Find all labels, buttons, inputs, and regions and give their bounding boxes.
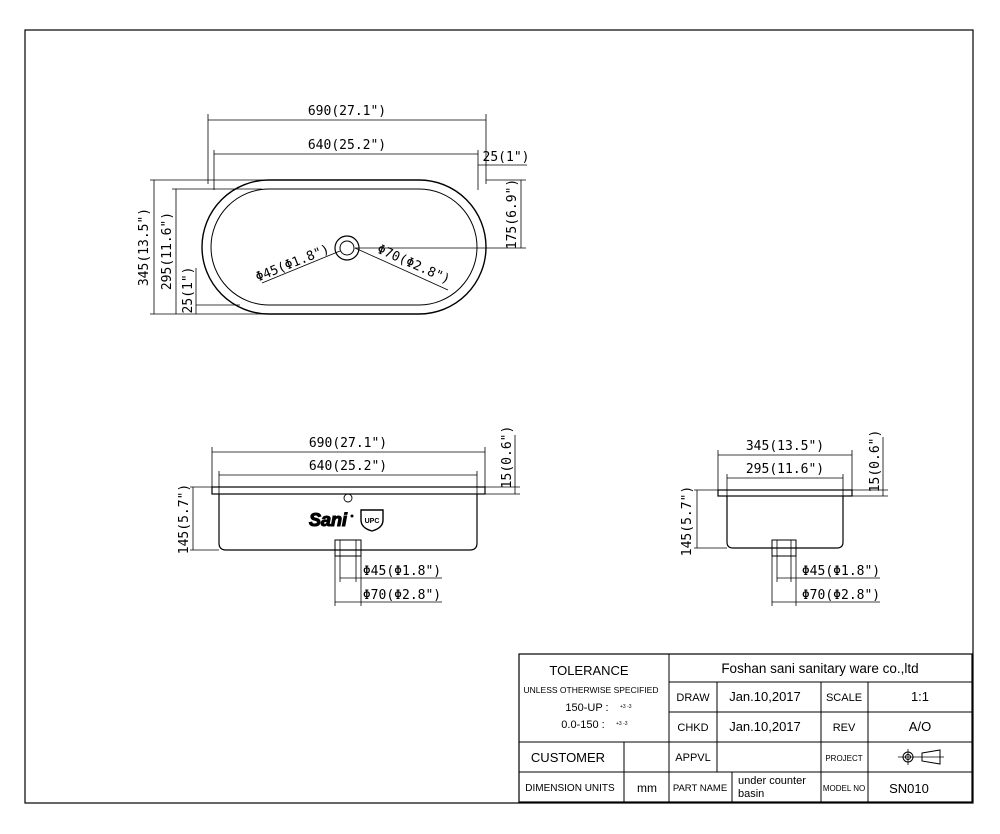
- side-view: 345(13.5") 295(11.6") 15(0.6") 145(5.7")…: [680, 430, 888, 606]
- upc-shield-icon: [360, 509, 384, 532]
- rev-label: REV: [833, 722, 856, 734]
- unless-note: UNLESS OTHERWISE SPECIFIED: [524, 685, 659, 695]
- draw-date: Jan.10,2017: [729, 689, 801, 704]
- leader-line: [354, 247, 449, 291]
- dim-front-drain-small: Φ45(Φ1.8"): [363, 564, 441, 579]
- top-view: 690(27.1") 640(25.2") 25(1") 175(6.9") 3…: [137, 104, 530, 315]
- part-name-label: PART NAME: [673, 783, 727, 794]
- model-no-value: SN010: [889, 781, 929, 796]
- dim-top-inner-width: 640(25.2"): [308, 138, 386, 153]
- dim-front-height: 145(5.7"): [177, 484, 192, 554]
- scale-label: SCALE: [826, 692, 862, 704]
- tolerance-label: TOLERANCE: [549, 663, 629, 678]
- dim-top-outer-width: 690(27.1"): [308, 104, 386, 119]
- front-bowl: [218, 494, 478, 551]
- model-no-label: MODEL NO: [823, 784, 865, 793]
- dimension-units-label: DIMENSION UNITS: [525, 783, 615, 794]
- chkd-label: CHKD: [677, 722, 708, 734]
- dim-top-half-depth: 175(6.9"): [505, 179, 520, 249]
- front-drain: [334, 539, 362, 557]
- leader-line: [261, 250, 341, 284]
- dim-top-inner-depth: 295(11.6"): [160, 212, 175, 290]
- draw-label: DRAW: [676, 692, 710, 704]
- dim-top-drain-small: Φ45(Φ1.8"): [254, 242, 332, 285]
- dim-side-inner-width: 295(11.6"): [746, 462, 824, 477]
- basin-inner-outline: [210, 188, 478, 306]
- front-view: Sani UPC 690(27.1") 640(25.2") 15(0.6") …: [177, 426, 520, 606]
- dim-side-drain-large: Φ70(Φ2.8"): [802, 588, 880, 603]
- projection-symbol-icon: [898, 749, 944, 765]
- side-bowl: [726, 496, 844, 549]
- sheet-border: [24, 29, 974, 804]
- title-block: TOLERANCE UNLESS OTHERWISE SPECIFIED 150…: [518, 653, 973, 803]
- part-name-value-1: under counter: [738, 775, 806, 787]
- customer-label: CUSTOMER: [531, 750, 605, 765]
- dim-side-height: 145(5.7"): [680, 486, 695, 556]
- dim-front-rim: 15(0.6"): [500, 426, 515, 489]
- project-label: PROJECT: [825, 754, 862, 763]
- dim-side-outer-width: 345(13.5"): [746, 439, 824, 454]
- dimension-units-value: mm: [637, 781, 657, 795]
- front-rim: [211, 486, 486, 495]
- tolerance-range-1: 150-UP :: [565, 702, 608, 714]
- dim-side-rim: 15(0.6"): [868, 430, 883, 493]
- side-drain: [771, 539, 797, 557]
- tolerance-range-2: 0.0-150 :: [561, 719, 604, 731]
- upc-mark: UPC: [365, 518, 380, 525]
- dim-side-drain-small: Φ45(Φ1.8"): [802, 564, 880, 579]
- dim-top-drain-large: Φ70(Φ2.8"): [375, 242, 453, 288]
- dim-top-rim-right: 25(1"): [483, 150, 530, 165]
- dim-front-inner-width: 640(25.2"): [309, 459, 387, 474]
- chkd-date: Jan.10,2017: [729, 719, 801, 734]
- side-rim: [717, 489, 853, 497]
- dim-top-outer-depth: 345(13.5"): [137, 208, 152, 286]
- tolerance-value-1: +3 -3: [620, 704, 632, 710]
- company-name: Foshan sani sanitary ware co.,ltd: [721, 661, 918, 676]
- basin-outer-outline: [201, 179, 487, 315]
- tolerance-value-2: +3 -3: [616, 721, 628, 727]
- dim-front-drain-large: Φ70(Φ2.8"): [363, 588, 441, 603]
- dim-top-rim-left: 25(1"): [181, 267, 196, 314]
- rev-value: A/O: [909, 719, 931, 734]
- overflow-hole: [343, 493, 353, 503]
- appvl-label: APPVL: [675, 752, 710, 764]
- drain-inner-circle: [339, 240, 355, 256]
- dim-front-outer-width: 690(27.1"): [309, 436, 387, 451]
- part-name-value-2: basin: [738, 788, 764, 800]
- scale-value: 1:1: [911, 689, 929, 704]
- sani-logo: Sani: [309, 510, 348, 530]
